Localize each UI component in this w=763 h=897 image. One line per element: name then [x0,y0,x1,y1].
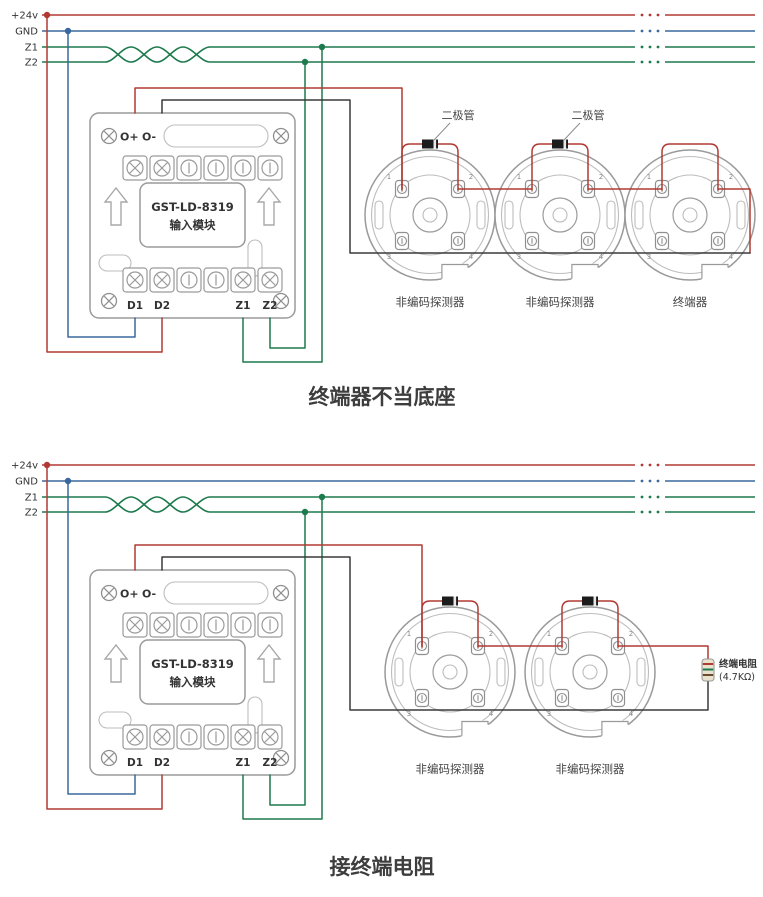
wire-loop-plus [134,87,403,190]
wire-loop-return-2 [161,556,709,711]
bus-set-bottom [10,459,756,520]
resistor-name: 终端电阻 [718,658,758,670]
diagram1-caption: 终端器不当底座 [309,385,456,409]
detector-4 [525,607,655,739]
wire-gnd-to-module [67,30,136,338]
wire-z1-to-module-2 [242,496,323,820]
detector-label-4: 非编码探测器 [416,762,485,776]
wire-det3-exit [717,188,751,254]
terminal-resistor [701,658,715,682]
detector-label-2: 非编码探测器 [526,295,595,309]
wire-loop-plus-2 [134,544,423,647]
bus-set-top [10,9,756,70]
wire-det4-to-resistor [617,645,709,660]
diagram-terminator: 二极管 二极管 非编码探测器 非编码探测器 终端器 终端器不当底座 [10,9,756,409]
wire-z2-to-module [269,61,306,349]
diode-leader-2 [563,122,581,141]
wire-z1-to-module [242,46,323,363]
detector-label-3: 终端器 [673,295,708,309]
resistor-value: (4.7KΩ) [719,672,755,683]
module-top [90,113,295,318]
detector-label-1: 非编码探测器 [396,295,465,309]
diode-label-1: 二极管 [442,108,475,122]
diode-label-2: 二极管 [572,108,605,122]
wire-gnd-to-module-2 [67,480,136,795]
wire-24v-to-module [46,14,163,353]
detector-label-5: 非编码探测器 [556,762,625,776]
module-bottom [90,570,295,775]
diode-leader-1 [433,122,451,141]
diagram-terminal-resistor: 终端电阻 (4.7KΩ) 非编码探测器 非编码探测器 接终端电阻 [10,459,758,879]
detector-2 [495,150,625,282]
detector-1 [365,150,495,282]
detector-terminator [625,150,755,282]
wire-24v-to-module-2 [46,464,163,810]
diagram2-caption: 接终端电阻 [330,855,435,879]
detector-3 [385,607,515,739]
wire-z2-to-module-2 [269,511,306,806]
wire-loop-return [161,99,751,254]
